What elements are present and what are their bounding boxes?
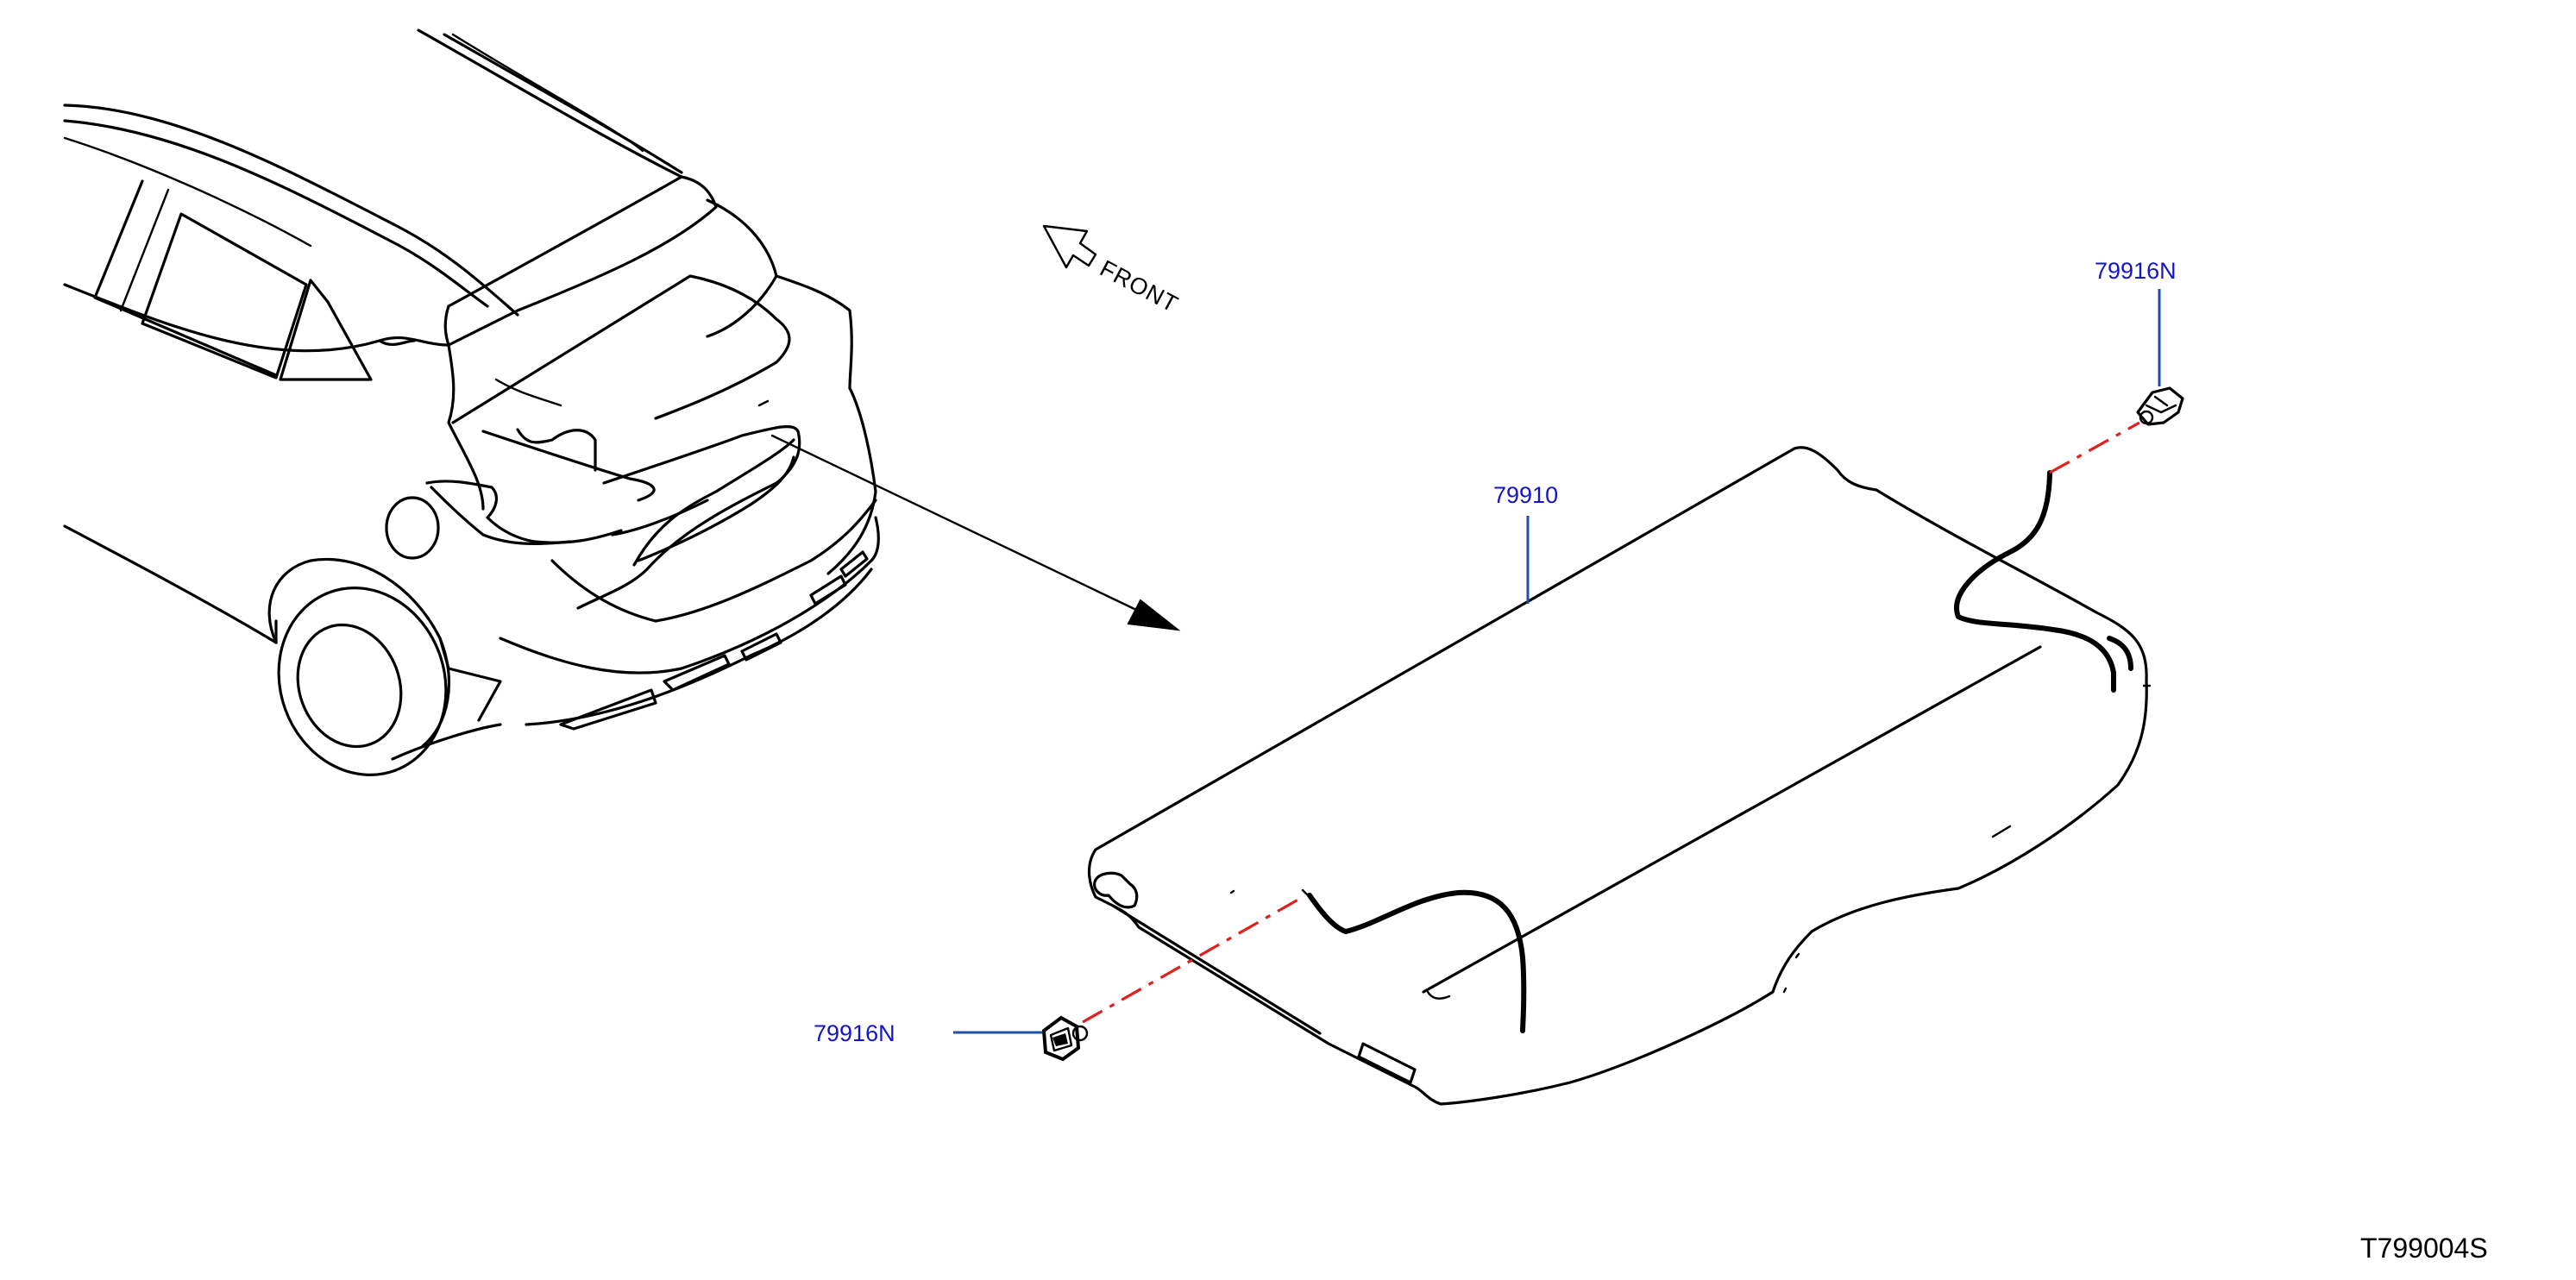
clip-79916n-top <box>2136 386 2184 426</box>
callout-79916n-bottom: 79916N <box>814 1020 1042 1046</box>
callout-79916n-top: 79916N <box>2095 258 2177 386</box>
centerline-bottom-clip <box>1082 895 1304 1024</box>
front-label: FRONT <box>1096 255 1183 317</box>
explode-arrow <box>770 434 1181 631</box>
parcel-shelf-79910 <box>1087 446 2152 1106</box>
front-arrow-icon <box>1042 224 1097 269</box>
vehicle-rear-view <box>63 28 880 776</box>
diagram-code: T799004S <box>2360 1233 2488 1264</box>
callout-79910: 79910 <box>1493 482 1558 604</box>
part-number-label: 79916N <box>2095 258 2177 284</box>
front-direction-indicator: FRONT <box>1042 224 1183 317</box>
clip-79916n-bottom <box>1041 1015 1089 1062</box>
centerline-top-clip <box>2049 421 2140 474</box>
part-number-label: 79910 <box>1493 482 1558 508</box>
part-number-label: 79916N <box>814 1020 895 1046</box>
